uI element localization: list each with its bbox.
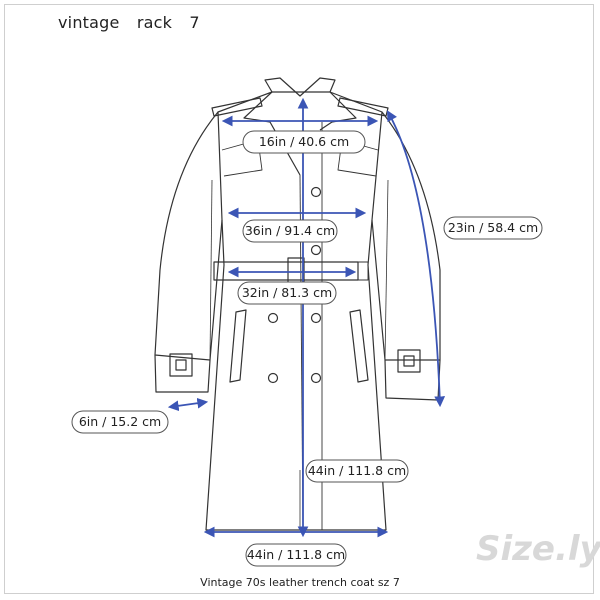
label-length: 44in / 111.8 cm [305, 459, 409, 483]
right-sleeve [371, 111, 441, 361]
header-word-vintage: vintage [58, 13, 120, 32]
label-sleeve: 23in / 58.4 cm [443, 216, 543, 240]
waist-text: 32in / 81.3 cm [242, 285, 332, 300]
belt [213, 261, 359, 281]
left-cuff [154, 354, 211, 393]
store-header: vintage rack 7 [58, 13, 212, 32]
left-pocket [229, 309, 247, 383]
length-text: 44in / 111.8 cm [308, 463, 406, 478]
label-shoulder: 16in / 40.6 cm [242, 130, 366, 154]
label-hem: 44in / 111.8 cm [245, 543, 347, 567]
right-pocket [349, 309, 369, 383]
label-waist: 32in / 81.3 cm [237, 281, 337, 305]
collar [264, 77, 336, 97]
right-epaulette [337, 97, 389, 117]
sleeve-line [386, 110, 446, 408]
hem-text: 44in / 111.8 cm [247, 547, 345, 562]
image-frame [4, 4, 594, 594]
left-sleeve [154, 111, 223, 361]
left-epaulette [211, 97, 263, 117]
sleeve-text: 23in / 58.4 cm [448, 220, 538, 235]
cuff-line [167, 397, 209, 412]
label-chest: 36in / 91.4 cm [242, 219, 338, 243]
logo-text: Size.ly [476, 529, 600, 569]
label-cuff: 6in / 15.2 cm [71, 410, 169, 434]
chest-text: 36in / 91.4 cm [245, 223, 335, 238]
shoulder-text: 16in / 40.6 cm [259, 134, 349, 149]
measurement-lines [167, 97, 446, 538]
sizely-logo: Size.ly [476, 529, 600, 569]
header-word-number: 7 [189, 13, 200, 32]
cuff-text: 6in / 15.2 cm [79, 414, 161, 429]
header-word-rack: rack [136, 13, 173, 32]
caption: Vintage 70s leather trench coat sz 7 [200, 576, 400, 589]
